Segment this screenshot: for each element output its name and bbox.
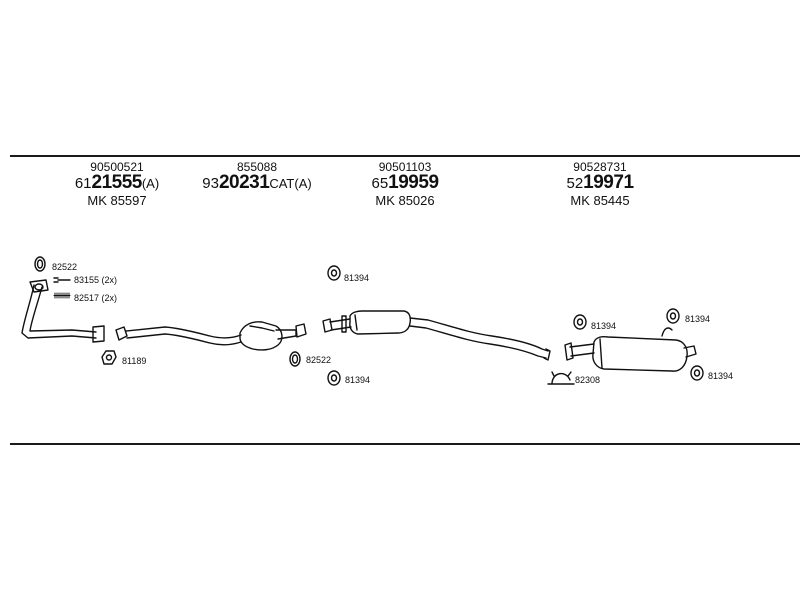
front-pipe: [21, 279, 105, 343]
rubber-hanger-icon: [666, 308, 680, 324]
part-column-rear-muffler: 90528731 5219971 MK 85445: [515, 160, 685, 209]
mounting-kit-number: MK 85597: [87, 193, 147, 208]
clamp-label: 82308: [575, 375, 601, 385]
triangle-gasket-icon: [101, 350, 117, 365]
part-number: 9320231CAT(A): [202, 172, 312, 193]
bottom-rule: [10, 443, 800, 445]
bolt-label: 83155 (2x): [74, 275, 118, 285]
oe-number: 90500521: [90, 160, 144, 174]
hanger-label: 81394: [685, 314, 711, 324]
oe-number: 90528731: [573, 160, 627, 174]
gasket-label: 82522: [306, 355, 332, 365]
part-number: 5219971: [566, 172, 634, 193]
part-column-center-muffler: 90501103 6519959 MK 85026: [320, 160, 490, 209]
mounting-kit-number: MK 85026: [375, 193, 435, 208]
catalytic-converter: [115, 321, 307, 351]
hanger-label: 81394: [708, 371, 734, 381]
rubber-hanger-icon: [327, 370, 341, 386]
rubber-hanger-icon: [690, 365, 704, 381]
top-rule: [10, 155, 800, 157]
bolt-icon: [53, 277, 71, 283]
gasket-ring-icon: [34, 256, 46, 272]
center-muffler: [322, 310, 551, 361]
mounting-kit-number: MK 85445: [570, 193, 630, 208]
gasket-ring-icon: [36, 259, 44, 269]
clamp-icon: [547, 371, 575, 385]
hanger-label: 81394: [344, 273, 370, 283]
gasket-label: 82522: [52, 262, 78, 272]
part-number: 6519959: [371, 172, 439, 193]
oe-number: 855088: [236, 160, 278, 174]
gasket-ring-icon: [291, 354, 299, 364]
spring-icon: [53, 292, 71, 299]
part-column-front-pipe: 90500521 6121555(A) MK 85597: [32, 160, 202, 209]
spring-label: 82517 (2x): [74, 293, 118, 303]
flange-gasket-label: 81189: [122, 356, 147, 366]
gasket-ring-icon: [289, 351, 301, 367]
part-number: 6121555(A): [74, 172, 160, 193]
part-column-catalyst: 855088 9320231CAT(A): [172, 160, 342, 193]
hanger-label: 81394: [591, 321, 617, 331]
oe-number: 90501103: [378, 160, 432, 174]
rear-muffler: [564, 327, 697, 372]
hanger-label: 81394: [345, 375, 371, 385]
rubber-hanger-icon: [327, 265, 341, 281]
rubber-hanger-icon: [573, 314, 587, 330]
